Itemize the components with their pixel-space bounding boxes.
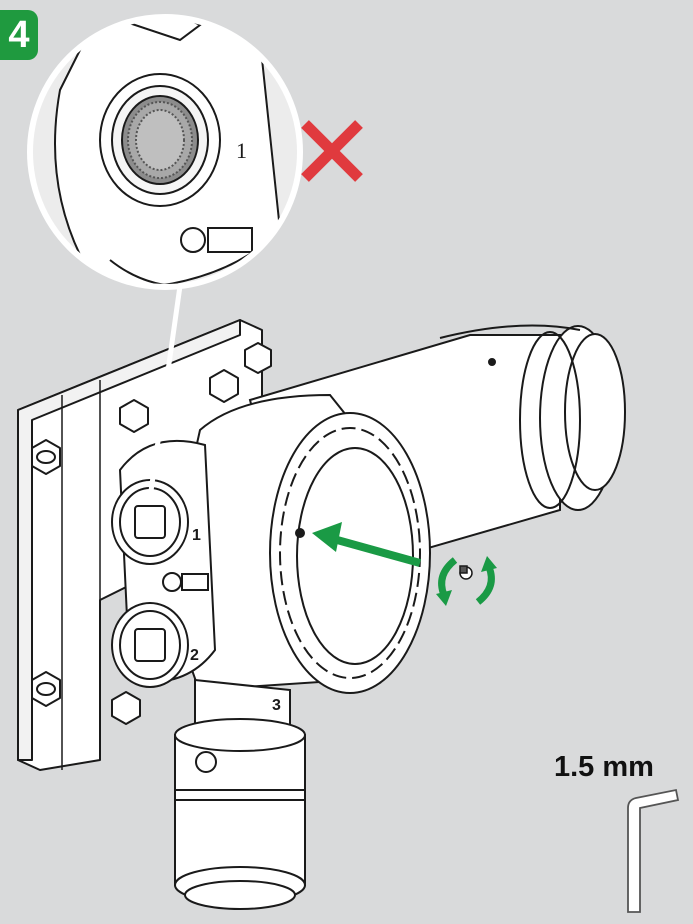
locking-clip [162,572,209,592]
bracket-bolt [209,369,239,403]
bracket-bolt [119,399,149,433]
port-3-label: 3 [272,697,281,714]
detail-magnifier: 1 [27,14,303,290]
bottom-sensor-head [174,678,306,910]
detail-leader-line [147,285,183,499]
detail-leader-dot [145,495,155,505]
cover-set-screw [459,565,473,580]
bracket-bolt [31,439,61,475]
hex-key-icon [627,788,680,913]
port-2-label: 2 [190,647,199,664]
direction-arrow-icon [312,522,422,567]
step-number-badge: 4 [0,10,38,60]
rotate-arrows-icon [436,556,497,606]
bracket-bolt [31,671,61,707]
cable-entry-port-2 [111,602,189,688]
cover-set-screw-hole [295,528,305,538]
tool-size-label: 1.5 mm [554,751,654,783]
bracket-bolt [111,691,141,725]
bracket-bolt [244,342,272,374]
front-cover [269,412,431,694]
not-allowed-cross-icon [301,120,363,182]
port-1-label: 1 [192,527,201,544]
detail-port-label: 1 [236,138,247,163]
cable-entry-port-1 [111,479,189,565]
